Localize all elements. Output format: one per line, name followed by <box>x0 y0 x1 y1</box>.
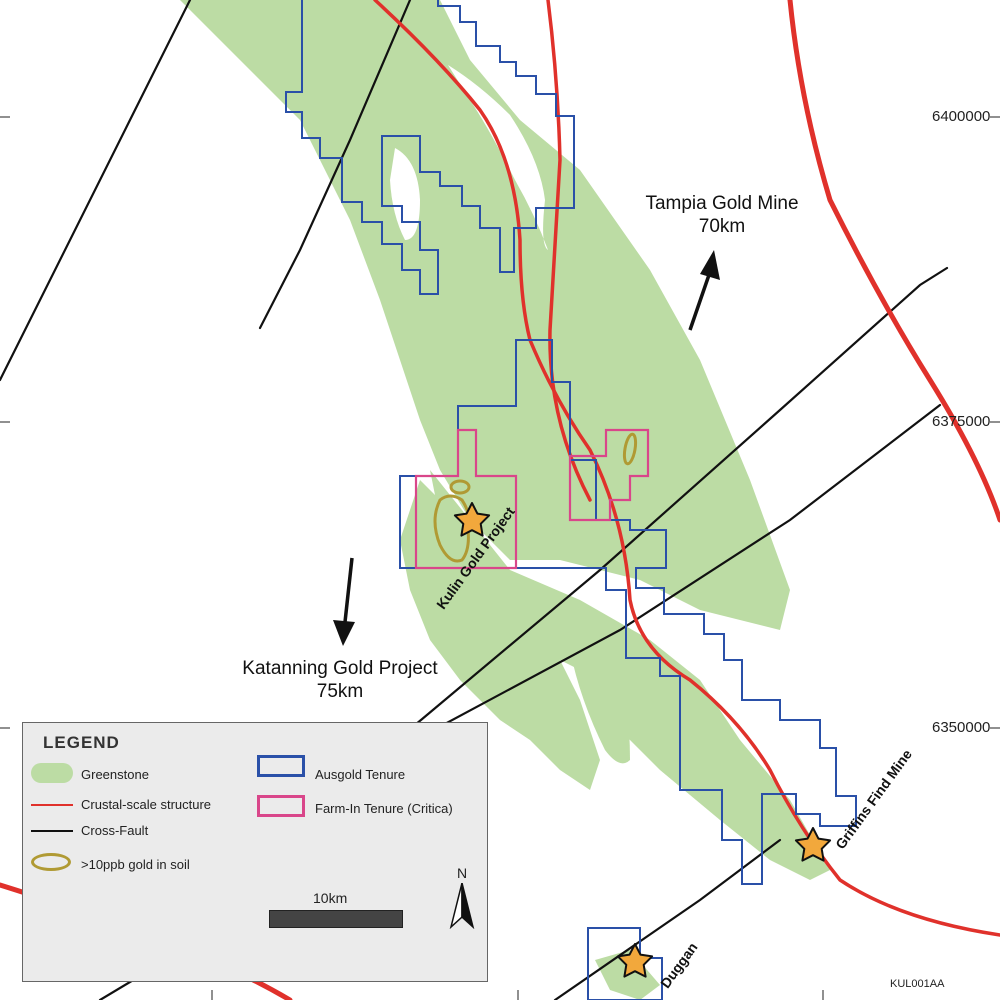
arrow-tampia-shaft <box>688 271 712 331</box>
ausgold-swatch <box>257 755 305 777</box>
crustal-legend-label: Crustal-scale structure <box>81 797 212 812</box>
grid-ticks <box>0 116 1000 1000</box>
direction-arrows <box>333 250 720 646</box>
arrow-tampia-head <box>700 250 720 280</box>
star-griffins <box>794 827 832 862</box>
arrow-katanning-shaft <box>343 557 354 623</box>
farmin-tenure-east <box>568 428 650 522</box>
greenstone-south <box>430 470 830 880</box>
cross-fault-6 <box>553 838 782 1000</box>
katanning-label: Katanning Gold Project 75km <box>210 657 470 703</box>
farmin-tenure-kulin <box>414 428 518 570</box>
cross-fault-1 <box>0 0 192 382</box>
ausgold-tenure-central <box>399 339 857 885</box>
crustal-swatch <box>31 804 73 806</box>
gold-anomaly-2 <box>433 494 471 563</box>
arrow-katanning-head <box>333 620 355 646</box>
northing-label-6375000: 6375000 <box>932 413 991 430</box>
katanning-name: Katanning Gold Project <box>242 658 438 679</box>
crustal-structure-2 <box>546 0 592 502</box>
gold-soil-anomalies <box>433 432 638 563</box>
star-duggan <box>616 943 654 978</box>
tampia-distance: 70km <box>698 216 746 237</box>
crustal-structure-3 <box>787 0 1000 523</box>
northing-label-6350000: 6350000 <box>932 719 991 736</box>
farmin-legend-label: Farm-In Tenure (Critica) <box>315 801 453 816</box>
tampia-name: Tampia Gold Mine <box>645 193 799 214</box>
fault-swatch <box>31 830 73 832</box>
ausgold-tenure-duggan <box>587 927 663 1000</box>
legend-panel: LEGEND Greenstone Crustal-scale structur… <box>22 722 488 982</box>
cross-fault-2 <box>258 0 412 330</box>
star-kulin <box>453 502 491 537</box>
greenstone-swatch <box>31 763 73 783</box>
northing-label-6400000: 6400000 <box>932 108 991 125</box>
ausgold-tenure-north <box>285 0 575 295</box>
gold-soil-legend-label: >10ppb gold in soil <box>81 857 190 872</box>
scale-bar <box>269 910 403 928</box>
fault-legend-label: Cross-Fault <box>81 823 149 838</box>
gold-anomaly-1 <box>449 479 471 495</box>
greenstone-legend-label: Greenstone <box>81 767 149 782</box>
gold-soil-swatch <box>31 853 71 871</box>
farmin-tenure <box>414 428 650 570</box>
figure-reference: KUL001AA <box>890 978 945 990</box>
katanning-distance: 75km <box>316 681 364 702</box>
cross-fault-4 <box>413 403 942 742</box>
north-label: N <box>457 865 468 881</box>
scale-bar-label: 10km <box>313 890 348 906</box>
greenstone-lens <box>570 622 630 764</box>
farmin-swatch <box>257 795 305 817</box>
gold-anomaly-3 <box>622 432 638 466</box>
ausgold-tenure <box>285 0 857 1000</box>
north-arrow-icon <box>449 883 475 929</box>
deposit-stars <box>453 502 832 978</box>
cross-fault-3 <box>413 266 949 727</box>
legend-title: LEGEND <box>43 733 120 752</box>
tampia-label: Tampia Gold Mine 70km <box>612 192 832 238</box>
ausgold-legend-label: Ausgold Tenure <box>315 767 406 782</box>
